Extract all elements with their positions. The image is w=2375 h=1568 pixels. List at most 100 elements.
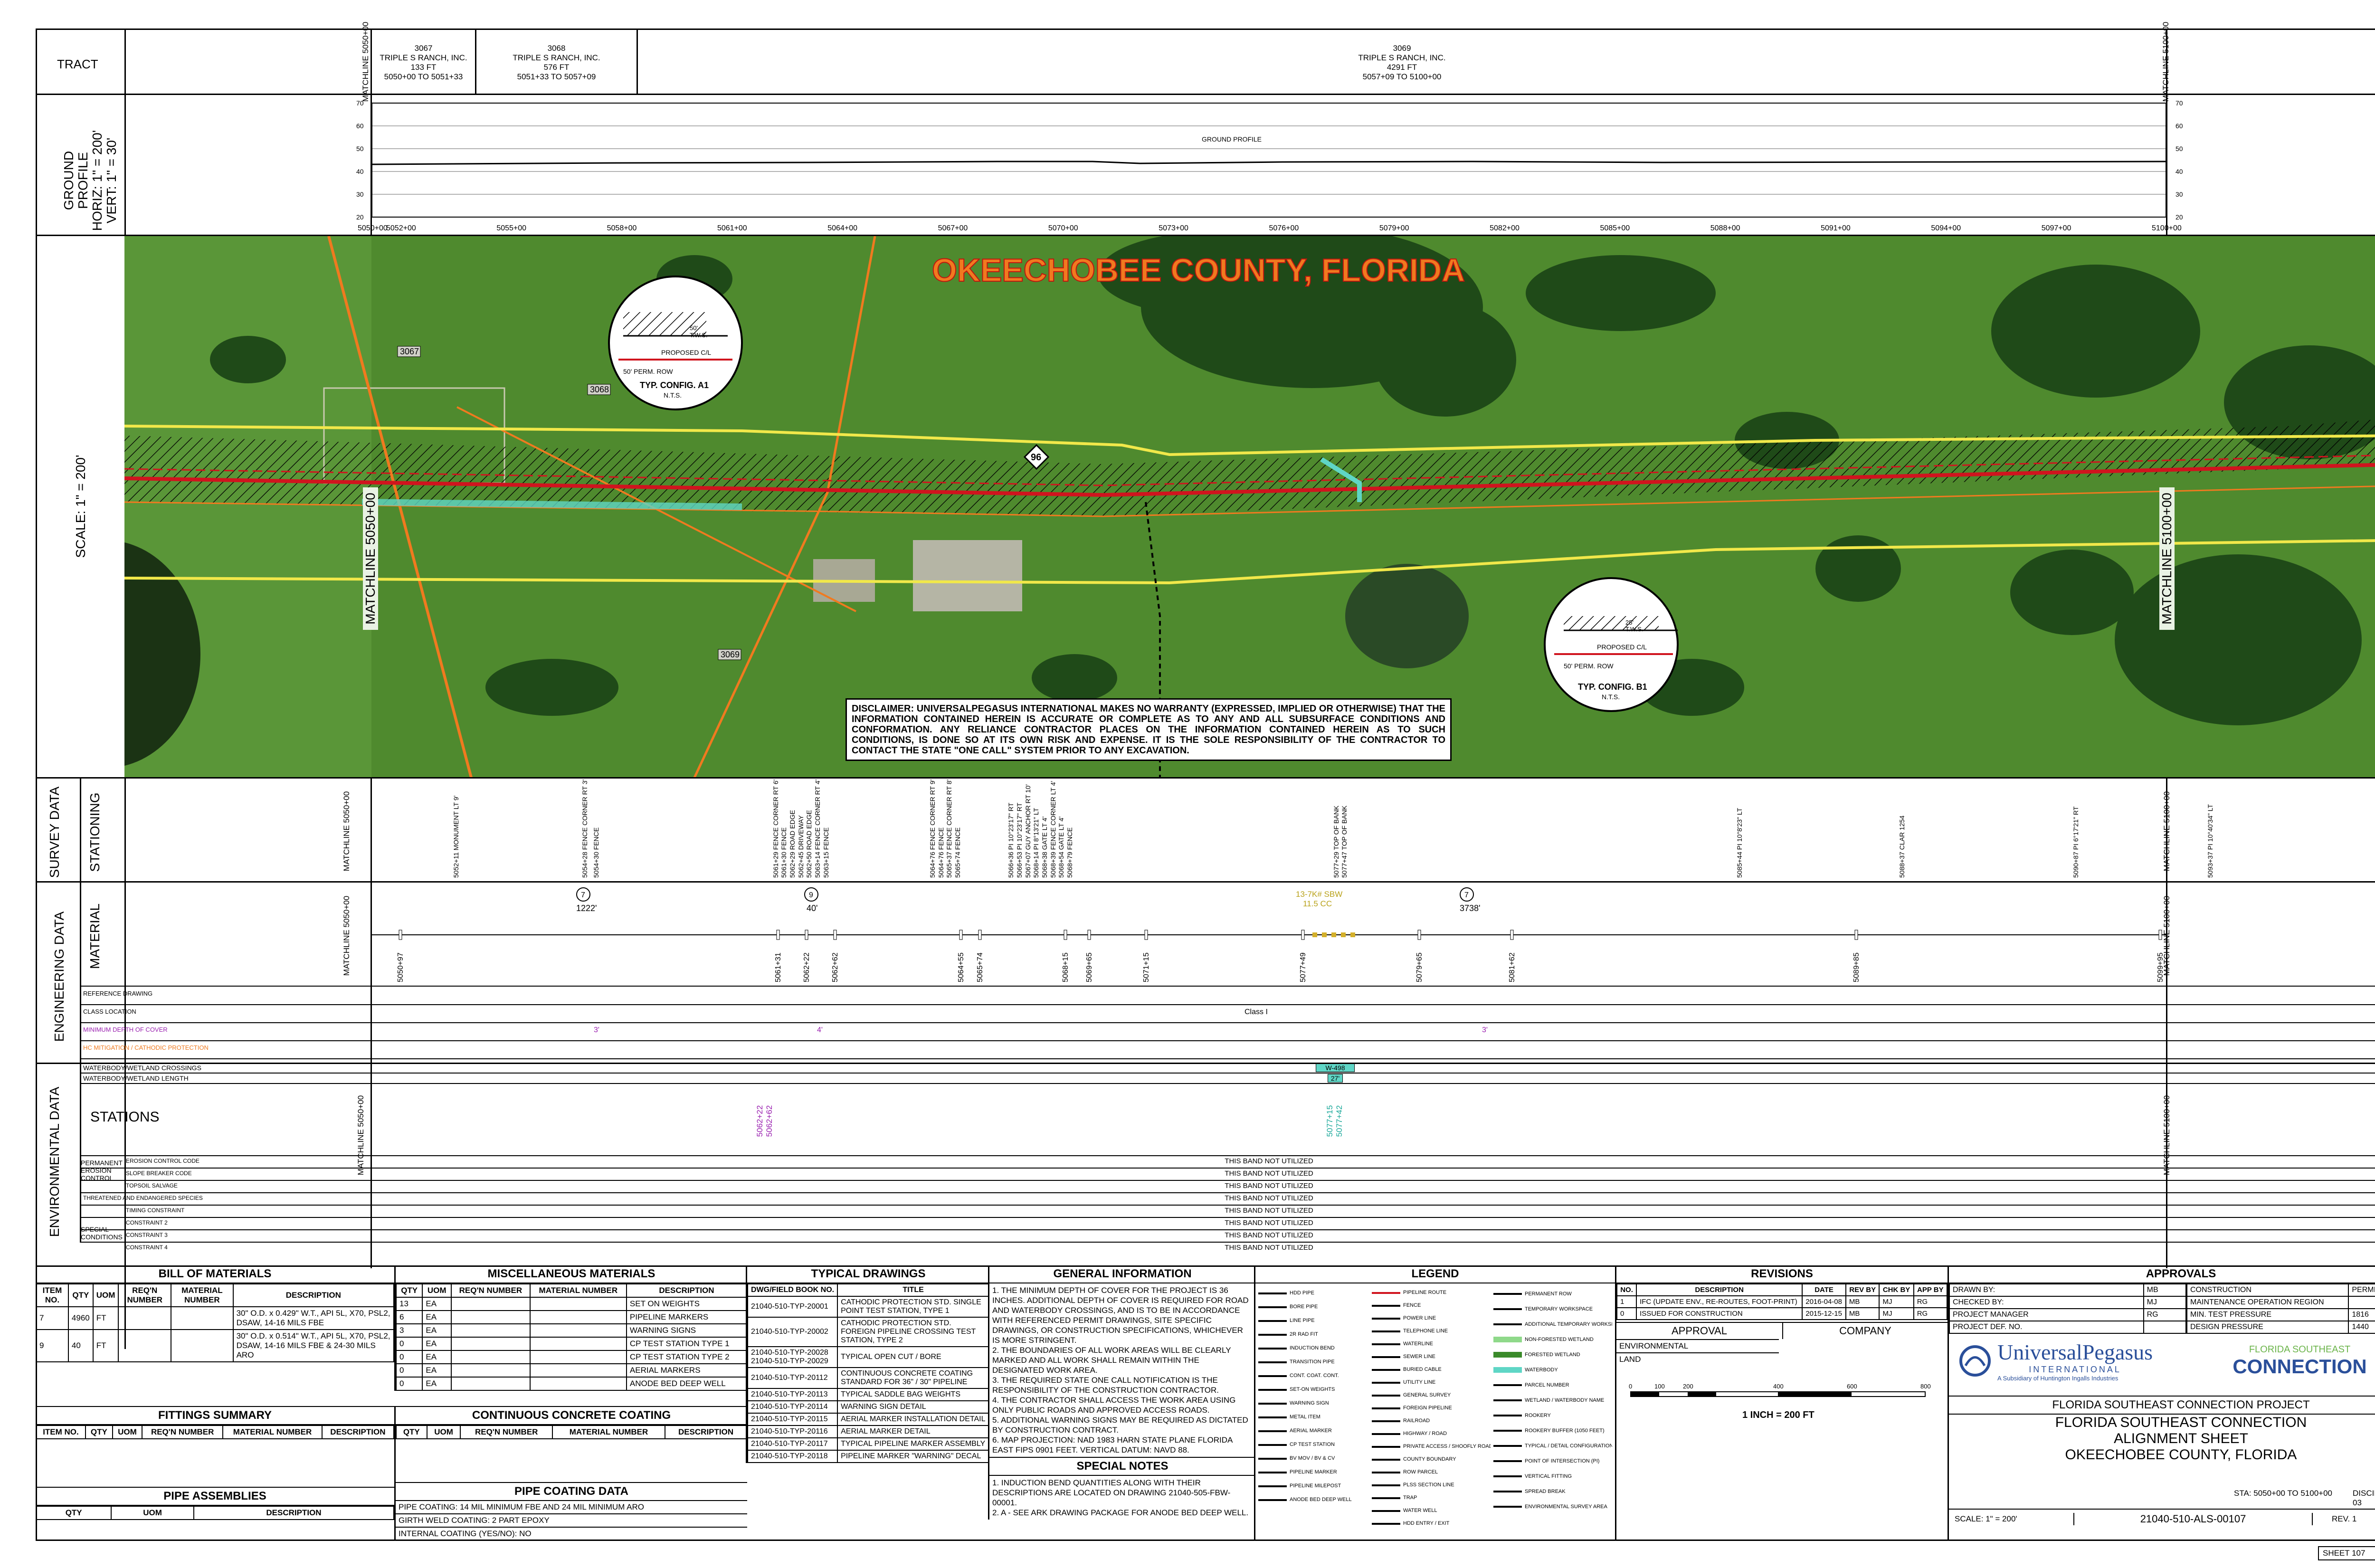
legend-item: BURIED CABLE — [1372, 1363, 1491, 1376]
legend-item: TRANSITION PIPE — [1258, 1355, 1369, 1369]
legend-label: METAL ITEM — [1290, 1414, 1320, 1420]
profile-ytick-left: 20 — [356, 213, 364, 221]
legend-item: CONT. COAT. CONT. — [1258, 1369, 1369, 1383]
pipe-coating-row: PIPE COATING: 14 MIL MINIMUM FBE AND 24 … — [396, 1501, 747, 1514]
table-cell: 2015-12-15 — [1802, 1307, 1846, 1320]
material-station-label: 5081+62 — [1508, 952, 1516, 982]
legend-item: INDUCTION BEND — [1258, 1341, 1369, 1355]
profile-station-label: 5050+00 — [358, 224, 388, 232]
legend-swatch-icon — [1372, 1330, 1400, 1332]
env-station: 5062+62 — [765, 1105, 774, 1137]
survey-matchline-right: MATCHLINE 5100+00 — [2162, 791, 2171, 872]
approval-cell: PROJECT MANAGER — [1949, 1308, 2144, 1321]
drawing-number: 21040-510-ALS-00107 — [2073, 1513, 2313, 1525]
legend-swatch-icon — [1493, 1308, 1522, 1310]
band-not-utilized: THIS BAND NOT UTILIZED — [1225, 1231, 1313, 1239]
table-cell — [529, 1297, 627, 1311]
material-station-tick — [1854, 930, 1858, 940]
env-station: 5077+42 — [1335, 1105, 1344, 1137]
aerial-matchline-right: MATCHLINE 5100+00 — [2159, 487, 2175, 630]
table-header: QTY — [396, 1425, 428, 1439]
approval-row: DRAWN BY:MB — [1949, 1283, 2187, 1297]
material-station-label: 5064+55 — [957, 952, 965, 982]
material-station-label: 5068+15 — [1062, 952, 1070, 982]
table-cell: TYPICAL OPEN CUT / BORE — [837, 1346, 989, 1368]
legend-label: UTILITY LINE — [1403, 1379, 1436, 1385]
legend-item: TRAP — [1372, 1492, 1491, 1504]
legend-swatch-icon — [1372, 1394, 1400, 1397]
table-cell: EA — [422, 1323, 452, 1338]
typical-title: TYPICAL DRAWINGS — [747, 1265, 989, 1283]
legend-item: BORE PIPE — [1258, 1300, 1369, 1314]
legend-item: ROW PARCEL — [1372, 1466, 1491, 1479]
material-station-tick — [833, 930, 837, 940]
legend-label: AERIAL MARKER — [1290, 1428, 1332, 1434]
survey-band — [36, 777, 2375, 883]
legend-swatch-icon — [1372, 1317, 1400, 1320]
wb-crossings-label: WATERBODY/WETLAND CROSSINGS — [83, 1064, 201, 1072]
legend-label: BURIED CABLE — [1403, 1367, 1442, 1372]
environmental-group-label: ENVIRONMENTAL DATA — [47, 1086, 62, 1237]
profile-title: GROUND PROFILE — [1202, 135, 1262, 143]
sheet-number: SHEET 107 — [2318, 1546, 2375, 1560]
svg-text:25': 25' — [1625, 619, 1634, 626]
legend-item: CP TEST STATION — [1258, 1438, 1369, 1452]
table-cell: FT — [92, 1306, 119, 1330]
legend-label: ENVIRONMENTAL SURVEY AREA — [1525, 1504, 1607, 1510]
survey-entry: 5064+76 FENCE — [937, 827, 945, 878]
material-station-label: 5071+15 — [1142, 952, 1150, 982]
svg-text:N.T.S.: N.T.S. — [1602, 693, 1620, 701]
table-cell: EA — [422, 1337, 452, 1351]
environmental-row-label: TOPSOIL SALVAGE — [126, 1182, 178, 1189]
legend-item: PIPELINE ROUTE — [1372, 1286, 1491, 1299]
county-line — [327, 236, 473, 778]
table-header: DESCRIPTION — [665, 1425, 747, 1439]
aerial-matchline-left: MATCHLINE 5050+00 — [363, 487, 378, 630]
legend-label: HIGHWAY / ROAD — [1403, 1431, 1447, 1436]
material-station-label: 5077+49 — [1299, 952, 1307, 982]
ground-profile-chart: 70 60 50 40 30 20 70 60 50 40 30 20 GROU… — [356, 99, 2183, 232]
survey-entry: 5068+79 FENCE — [1066, 827, 1074, 878]
table-cell: 21040-510-TYP-20114 — [747, 1400, 838, 1414]
bom-title: BILL OF MATERIALS — [36, 1265, 394, 1283]
legend-label: RAILROAD — [1403, 1418, 1430, 1424]
discipline: DISCIPLINE#: 03 — [2353, 1489, 2375, 1507]
legend-swatch-icon — [1372, 1458, 1400, 1461]
approval-cell: PROJECT DEF. NO. — [1949, 1321, 2144, 1334]
legend-item: PLSS SECTION LINE — [1372, 1479, 1491, 1492]
pipe-coating-row: GIRTH WELD COATING: 2 PART EPOXY — [396, 1514, 747, 1528]
misc-title: MISCELLANEOUS MATERIALS — [396, 1265, 747, 1283]
table-cell: AERIAL MARKERS — [626, 1363, 748, 1378]
legend-swatch-icon — [1258, 1444, 1287, 1446]
sbw-label: 13-7K# SBW — [1296, 890, 1342, 899]
fittings-title: FITTINGS SUMMARY — [36, 1406, 394, 1425]
legend-swatch-icon — [1258, 1388, 1287, 1391]
engineering-row-divider — [80, 1022, 2375, 1023]
table-cell: WARNING SIGNS — [626, 1323, 748, 1338]
survey-entry: 5068+38 GATE LT 4' — [1041, 816, 1048, 878]
material-station-tick — [1064, 930, 1067, 940]
legend-label: ADDITIONAL TEMPORARY WORKSPACE — [1525, 1321, 1612, 1327]
legend-item: PIPELINE MARKER — [1258, 1465, 1369, 1479]
approval-cell: MB — [2143, 1283, 2187, 1297]
survey-entry: 5054+28 FENCE CORNER RT 3' — [581, 779, 589, 878]
legend-swatch-icon — [1258, 1499, 1287, 1501]
legend-label: COUNTY BOUNDARY — [1403, 1456, 1456, 1462]
engineering-row-label: CLASS LOCATION — [83, 1008, 136, 1015]
profile-station-label: 5094+00 — [1931, 224, 1961, 232]
legend-swatch-icon — [1258, 1333, 1287, 1336]
legend-swatch-icon — [1493, 1352, 1522, 1358]
legend-swatch-icon — [1258, 1361, 1287, 1363]
legend-swatch-icon — [1258, 1402, 1287, 1405]
svg-text:50' PERM. ROW: 50' PERM. ROW — [1564, 662, 1614, 670]
survey-entry: 5067+07 GUY ANCHOR RT 10' — [1024, 784, 1032, 878]
svg-text:7: 7 — [581, 891, 585, 899]
legend-item: WARNING SIGN — [1258, 1397, 1369, 1410]
